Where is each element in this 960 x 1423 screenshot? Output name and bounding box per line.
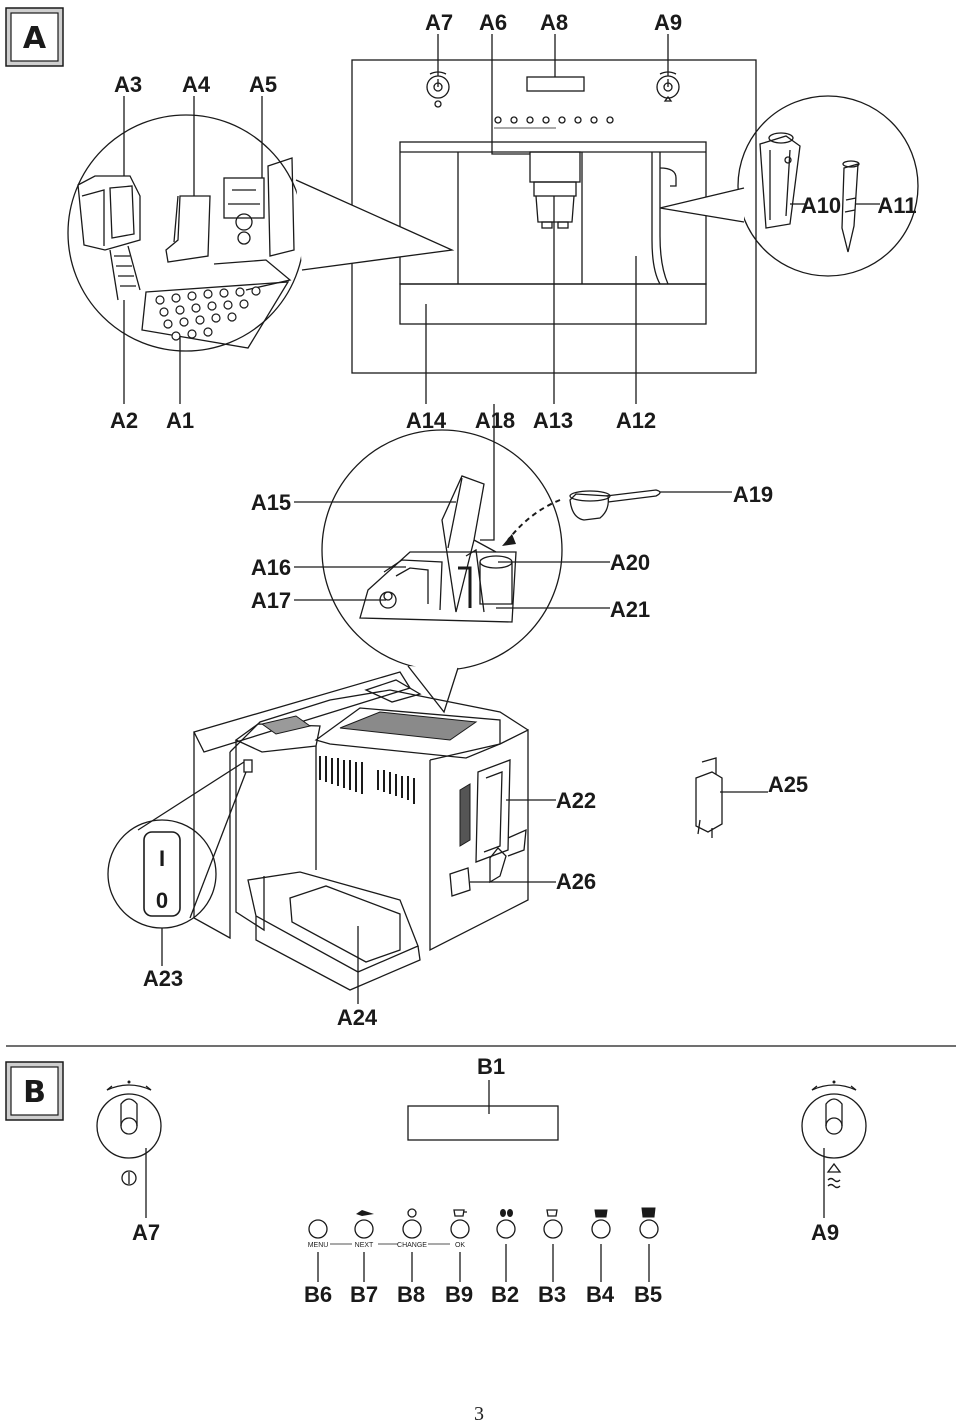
- label-a16: A16: [251, 555, 291, 580]
- power-knob: [426, 71, 450, 108]
- label-a25: A25: [768, 772, 808, 797]
- medium-cup-button[interactable]: B4: [586, 1209, 615, 1307]
- label-a6: A6: [479, 10, 507, 35]
- small-cup-button[interactable]: B3: [538, 1209, 566, 1307]
- steam-knob-large: A9: [801, 1080, 867, 1245]
- large-cup-button[interactable]: B5: [634, 1207, 662, 1307]
- control-buttons: MENU B6 NEXT B7 CHANGE B8 OK B9: [304, 1207, 662, 1307]
- switch-off-mark: 0: [156, 888, 168, 913]
- label-a17: A17: [251, 588, 291, 613]
- power-switch-detail: I 0: [107, 761, 247, 929]
- label-b9: B9: [445, 1282, 473, 1307]
- label-b2: B2: [491, 1282, 519, 1307]
- label-a10: A10: [801, 193, 841, 218]
- page-number: 3: [474, 1403, 484, 1423]
- power-icon: [121, 1170, 137, 1186]
- label-a8: A8: [540, 10, 568, 35]
- leader-lines-a: [123, 34, 880, 1004]
- steam-wand-front: [651, 152, 677, 285]
- label-a24: A24: [337, 1005, 378, 1030]
- next-button[interactable]: NEXT B7: [350, 1210, 378, 1307]
- label-a15: A15: [251, 490, 291, 515]
- machine-rear-view: [193, 671, 529, 991]
- label-a12: A12: [616, 408, 656, 433]
- beans-icon: [500, 1209, 506, 1217]
- spoon-icon: [356, 1210, 374, 1216]
- caption-next: NEXT: [355, 1242, 374, 1249]
- cup-icon: [453, 1209, 467, 1217]
- caption-ok: OK: [455, 1242, 465, 1249]
- label-b5: B5: [634, 1282, 662, 1307]
- labels-a: A7 A6 A8 A9 A3 A4 A5 A10 A11 A2 A1 A14 A…: [110, 10, 917, 1030]
- label-a18: A18: [475, 408, 515, 433]
- label-b6: B6: [304, 1282, 332, 1307]
- label-a11: A11: [877, 193, 916, 218]
- label-a13: A13: [533, 408, 573, 433]
- label-b-a7: A7: [132, 1220, 160, 1245]
- label-b4: B4: [586, 1282, 615, 1307]
- label-b7: B7: [350, 1282, 378, 1307]
- button-row: [494, 116, 614, 129]
- large-cup-icon: [641, 1207, 656, 1218]
- caption-menu: MENU: [308, 1242, 329, 1249]
- label-a21: A21: [610, 597, 650, 622]
- label-b3: B3: [538, 1282, 566, 1307]
- steam-icon: [826, 1162, 842, 1189]
- label-a3: A3: [114, 72, 142, 97]
- label-a4: A4: [182, 72, 211, 97]
- grounds-icon: [407, 1208, 417, 1218]
- measuring-scoop: [569, 489, 661, 521]
- section-a-badge: A: [5, 7, 64, 67]
- steam-icon: [663, 95, 673, 102]
- power-knob-large: A7: [96, 1080, 162, 1245]
- drip-tray-front: [399, 283, 707, 325]
- ok-button[interactable]: OK B9: [445, 1209, 473, 1307]
- label-a19: A19: [733, 482, 773, 507]
- beans-button[interactable]: B2: [491, 1209, 519, 1307]
- zoom-detail-right: [659, 95, 919, 277]
- power-icon: [434, 100, 442, 108]
- label-b1: B1: [477, 1054, 505, 1079]
- change-button[interactable]: CHANGE B8: [397, 1208, 427, 1307]
- label-a5: A5: [249, 72, 277, 97]
- zoom-detail-left: [67, 114, 455, 352]
- caption-change: CHANGE: [397, 1242, 427, 1249]
- zoom-detail-middle: [321, 429, 563, 714]
- section-b-badge: B: [5, 1061, 64, 1121]
- label-a9: A9: [654, 10, 682, 35]
- label-a23: A23: [143, 966, 183, 991]
- steam-knob: [656, 71, 680, 102]
- descaler-filter-part: [695, 757, 723, 838]
- label-b-a9: A9: [811, 1220, 839, 1245]
- label-a22: A22: [556, 788, 596, 813]
- label-a2: A2: [110, 408, 138, 433]
- label-a7: A7: [425, 10, 453, 35]
- menu-button[interactable]: MENU B6: [304, 1219, 332, 1307]
- coffee-spout: [529, 151, 581, 229]
- control-panel-display: B1: [407, 1054, 559, 1141]
- label-a20: A20: [610, 550, 650, 575]
- section-b-letter: B: [23, 1075, 46, 1110]
- medium-cup-icon: [594, 1209, 608, 1218]
- small-cup-icon: [546, 1209, 558, 1217]
- display-window: [526, 76, 585, 92]
- switch-on-mark: I: [159, 846, 165, 871]
- label-a14: A14: [406, 408, 447, 433]
- label-b8: B8: [397, 1282, 425, 1307]
- section-a-letter: A: [23, 21, 47, 56]
- label-a26: A26: [556, 869, 596, 894]
- label-a1: A1: [166, 408, 194, 433]
